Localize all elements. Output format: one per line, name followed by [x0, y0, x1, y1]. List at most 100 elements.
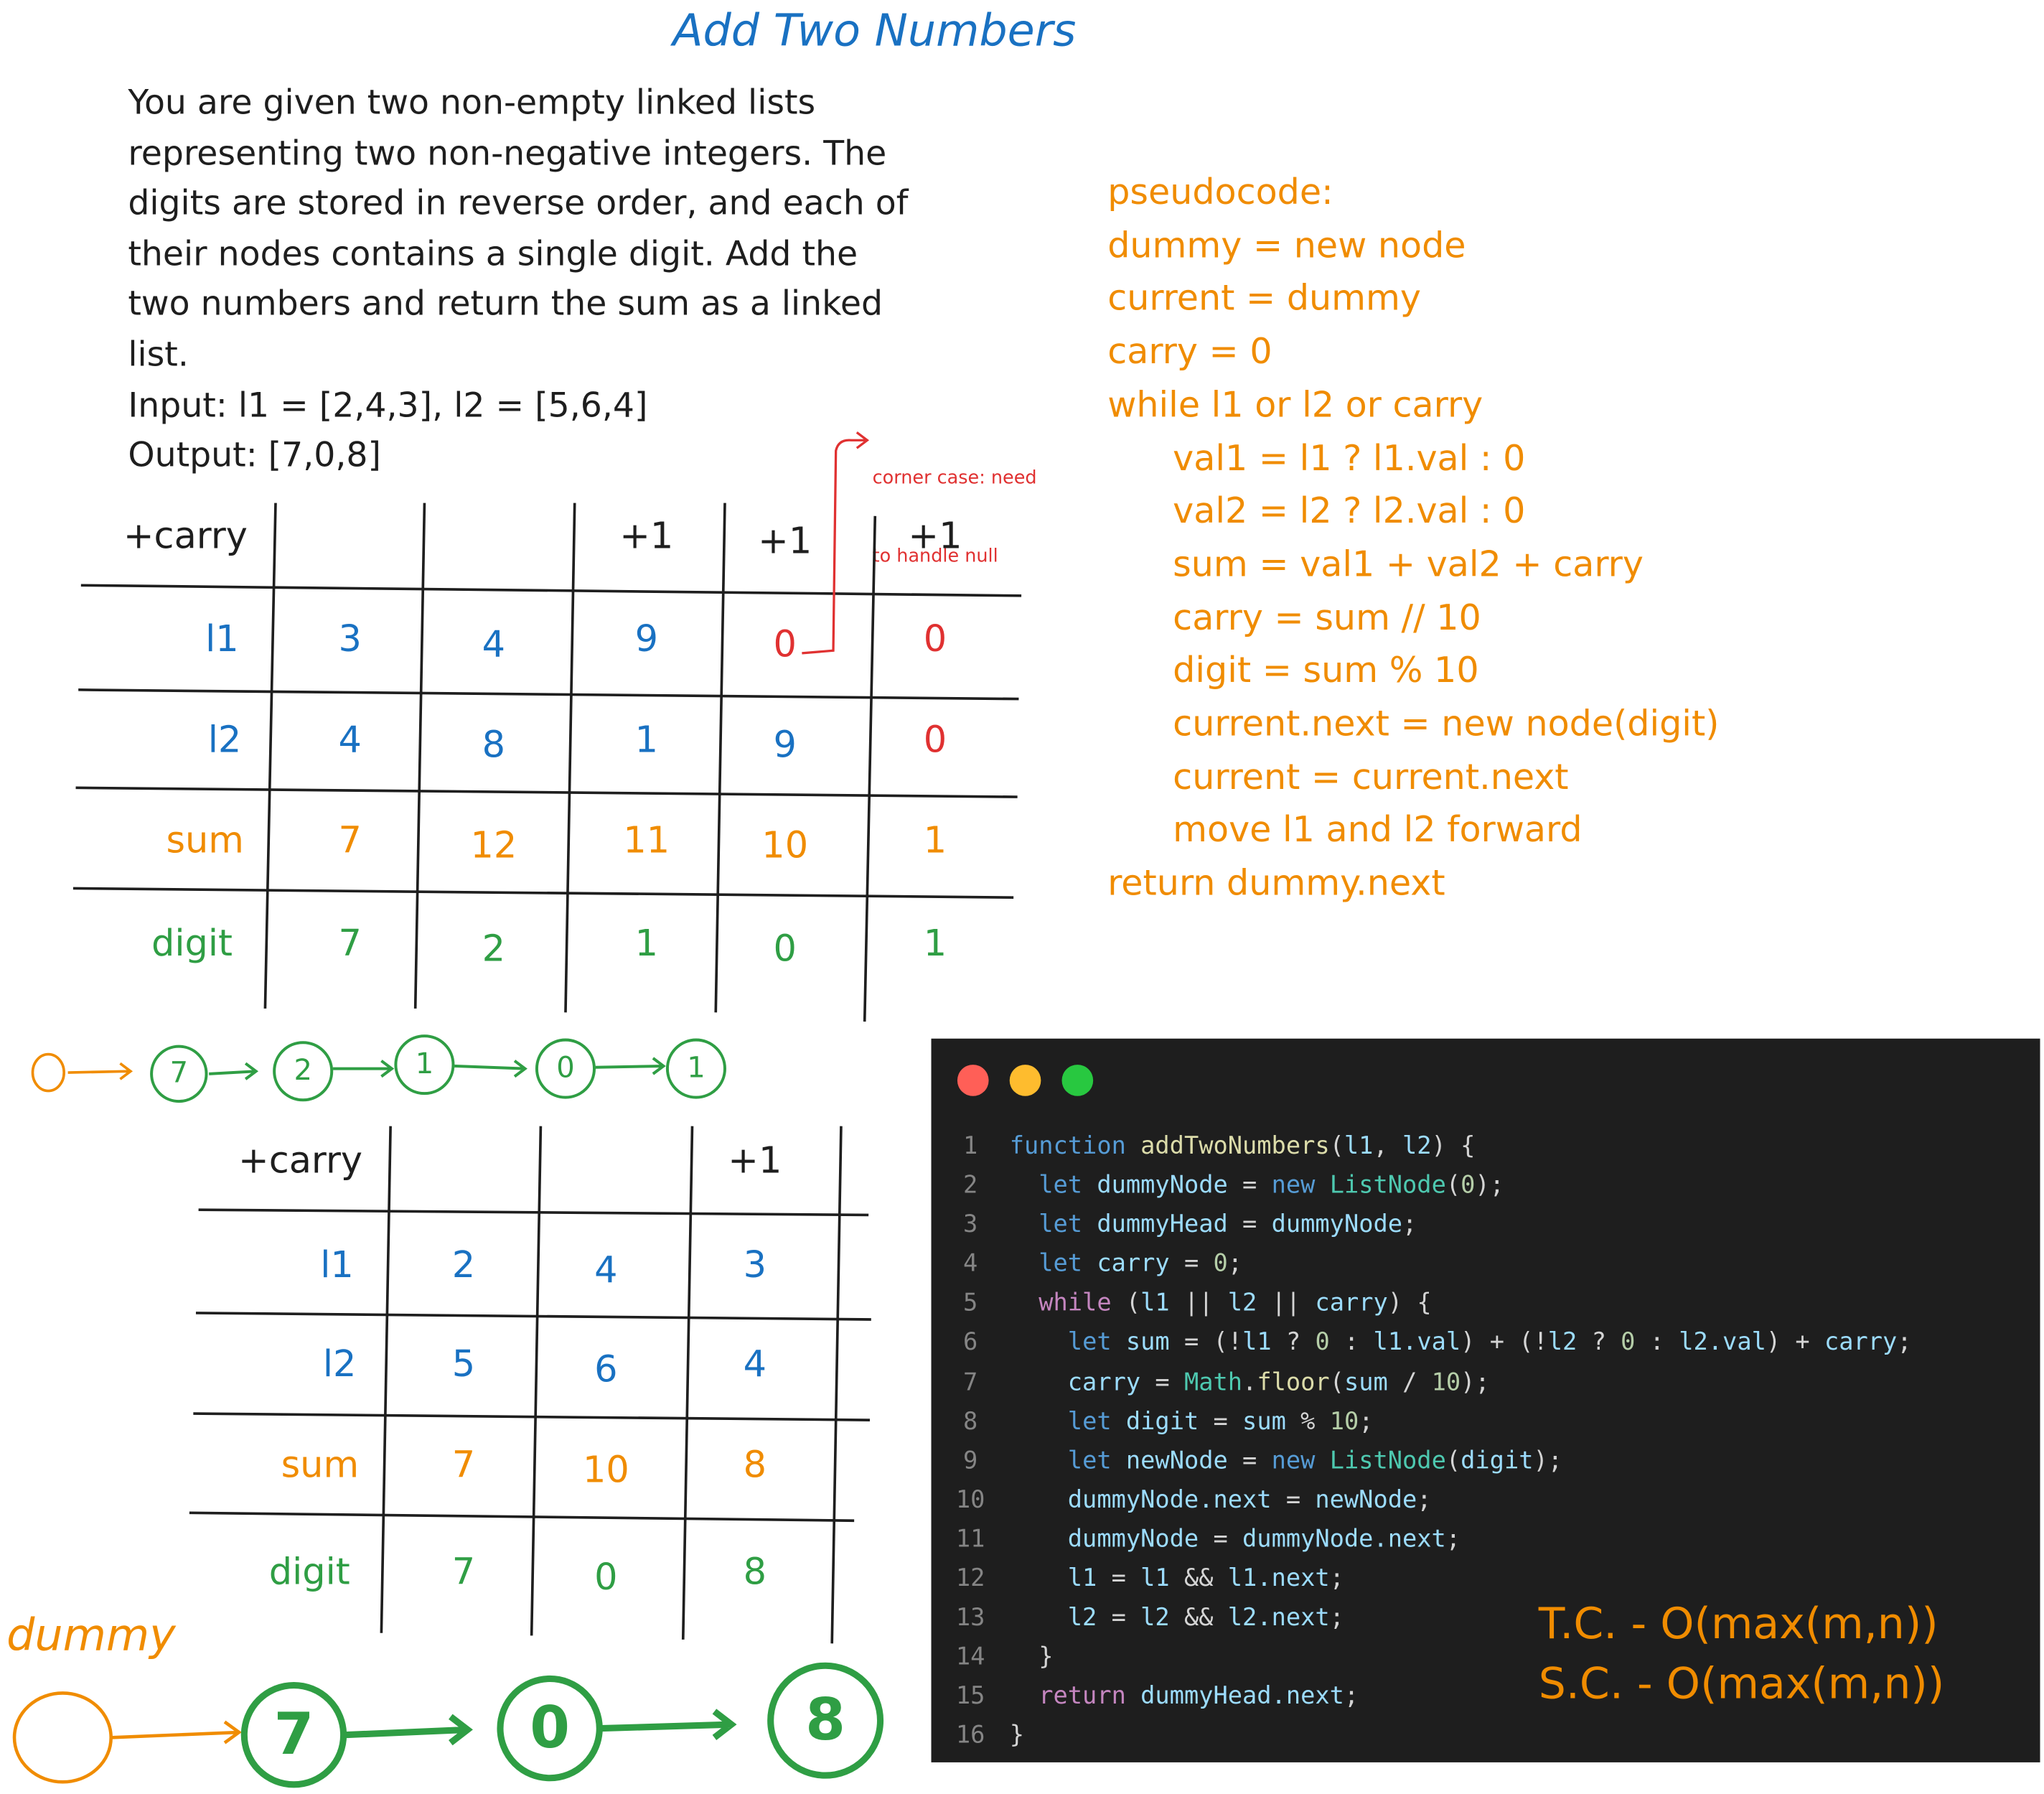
code-token: dummyNode.next	[1009, 1486, 1286, 1514]
code-token: floor	[1257, 1368, 1330, 1396]
table1-cell: +1	[619, 514, 674, 558]
code-token	[1010, 1447, 1068, 1475]
table2-cell: +1	[728, 1138, 782, 1182]
table2-row-label: l1	[320, 1243, 354, 1286]
code-token: }	[1009, 1643, 1054, 1671]
line-number: 11	[955, 1526, 985, 1554]
code-token: (	[1329, 1132, 1344, 1160]
code-token: let	[1039, 1211, 1097, 1239]
code-line: 3 let dummyHead = dummyNode;	[932, 1206, 1912, 1246]
code-token: l2	[1227, 1289, 1272, 1318]
code-token: =	[1242, 1172, 1272, 1200]
table1-cell: 0	[923, 617, 947, 660]
problem-line: list.	[128, 335, 189, 375]
table1-cell: 7	[338, 921, 362, 965]
table1-row-label: sum	[166, 818, 244, 862]
code-token: carry	[1097, 1251, 1184, 1279]
code-token: =	[1111, 1604, 1141, 1632]
dummy-label: dummy	[6, 1609, 176, 1662]
line-number: 13	[955, 1604, 985, 1632]
minimize-dot-icon	[1009, 1065, 1041, 1096]
maximize-dot-icon	[1061, 1065, 1094, 1096]
table2-cell: 2	[451, 1243, 476, 1286]
code-token: ) {	[1431, 1132, 1476, 1160]
code-line: 4 let carry = 0;	[932, 1246, 1912, 1285]
code-token: dummyNode	[1271, 1211, 1403, 1239]
table2-cell: 7	[451, 1442, 476, 1487]
code-token: dummyNode.next	[1242, 1526, 1446, 1554]
line-number: 10	[955, 1486, 985, 1514]
code-token: sum	[1125, 1329, 1184, 1357]
table1-grid	[72, 503, 1022, 1022]
code-token: carry	[1009, 1368, 1155, 1396]
line-number: 9	[962, 1447, 978, 1475]
line-number: 15	[955, 1683, 985, 1711]
table1-cell: 0	[923, 717, 947, 762]
table1-cell: 10	[761, 823, 809, 867]
line-number: 8	[962, 1408, 978, 1436]
table1-cell: 1	[634, 717, 659, 762]
code-token: .	[1242, 1368, 1257, 1396]
code-line: 8 let digit = sum % 10;	[932, 1403, 1912, 1442]
code-token: l1.val	[1373, 1329, 1461, 1357]
table1-cell: 1	[634, 921, 659, 965]
code-token: (	[1329, 1368, 1344, 1396]
list2-dummy	[12, 1691, 242, 1784]
table1-cell: 4	[482, 622, 506, 666]
code-token: ;	[1359, 1408, 1374, 1436]
page-title: Add Two Numbers	[672, 5, 1077, 58]
code-token: l1	[1344, 1132, 1374, 1160]
code-token: digit	[1125, 1408, 1214, 1436]
table1-cell: 3	[338, 617, 362, 660]
table2-cell: 8	[743, 1442, 767, 1487]
pseudocode-line: dummy = new node	[1107, 225, 1466, 266]
line-number: 12	[955, 1565, 985, 1593]
code-token: ) {	[1387, 1289, 1432, 1318]
table2-row-label: l2	[322, 1342, 357, 1386]
code-token: l2.next	[1227, 1604, 1330, 1632]
code-token: newNode	[1315, 1486, 1417, 1514]
list1-node: 1	[415, 1048, 434, 1081]
line-number: 4	[962, 1251, 978, 1279]
code-token: return	[1039, 1683, 1141, 1711]
list2-node: 0	[530, 1695, 571, 1762]
table1-row-label: l1	[205, 617, 239, 660]
code-token: &&	[1183, 1565, 1228, 1593]
code-token: 10	[1329, 1408, 1359, 1436]
code-token: dummyNode	[1009, 1526, 1214, 1554]
table1-cell: 8	[482, 723, 506, 767]
code-token: sum	[1344, 1368, 1403, 1396]
code-line: 5 while (l1 || l2 || carry) {	[932, 1285, 1912, 1325]
code-token: function	[1009, 1132, 1141, 1160]
code-line: 12 l1 = l1 && l1.next;	[932, 1560, 1912, 1599]
code-token: =	[1183, 1251, 1214, 1279]
list1-node: 7	[169, 1057, 189, 1090]
problem-line: their nodes contains a single digit. Add…	[128, 235, 858, 274]
code-token: l2	[1547, 1329, 1592, 1357]
table1-row-label: l2	[207, 717, 242, 762]
code-token: ;	[1402, 1211, 1417, 1239]
table2-cell: 4	[594, 1248, 618, 1291]
line-number: 5	[962, 1289, 978, 1318]
code-token: ListNode	[1329, 1172, 1446, 1200]
list2-node: 7	[273, 1701, 314, 1769]
code-token: =	[1155, 1368, 1184, 1396]
list2-node: 8	[805, 1687, 845, 1755]
code-token: 0	[1621, 1329, 1636, 1357]
line-number: 3	[962, 1211, 978, 1239]
code-token: :	[1635, 1329, 1679, 1357]
code-token: digit	[1461, 1447, 1534, 1475]
table2-cell: 8	[743, 1550, 767, 1594]
code-token	[1010, 1172, 1039, 1200]
table1-cell: 7	[338, 818, 362, 862]
code-token: sum	[1242, 1408, 1301, 1436]
table1-cell: 1	[923, 818, 947, 862]
code-token: ?	[1591, 1329, 1621, 1357]
table2-row-label: digit	[268, 1550, 350, 1594]
code-token: Math	[1183, 1368, 1243, 1396]
code-token: let	[1067, 1408, 1126, 1436]
code-token: l2	[1402, 1132, 1432, 1160]
